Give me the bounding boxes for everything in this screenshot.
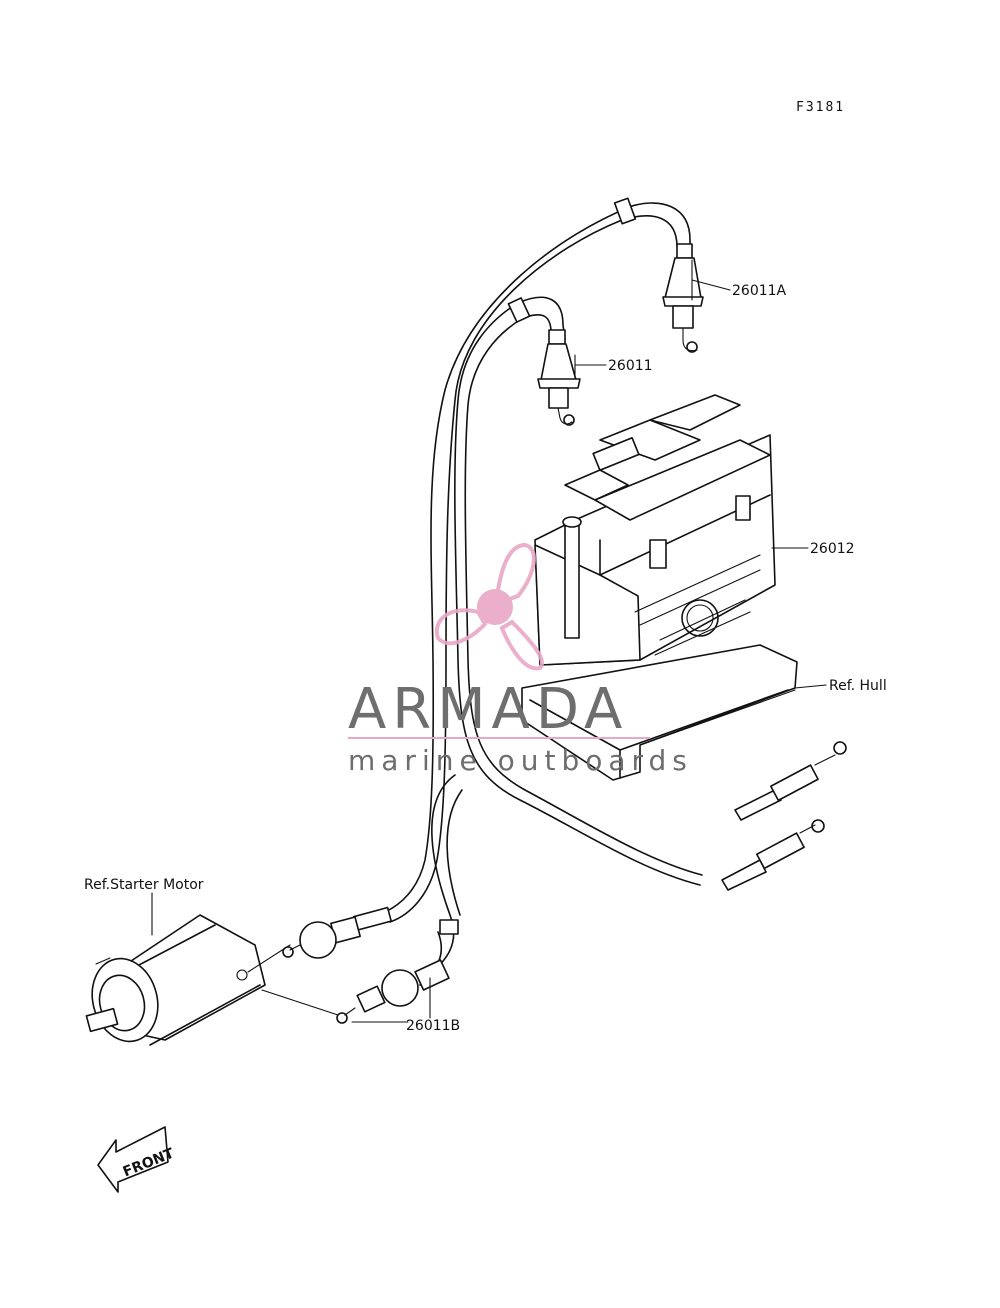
front-arrow: FRONT [97,1126,177,1193]
label-ref-starter-motor: Ref.Starter Motor [84,877,204,893]
battery [521,394,798,781]
watermark-title: ARMADA [348,677,628,742]
starter-connector-upper [282,906,392,959]
cable-26011 [454,296,703,886]
callouts: 26011A 26011 26012 Ref. Hull Ref.Starter… [84,259,887,1034]
armada-watermark: ARMADA marine outboards [348,542,693,777]
label-26011: 26011 [608,358,653,374]
cable-terminal-end-1 [734,741,847,821]
label-26011a: 26011A [732,283,787,299]
cable-terminal-end-2 [721,819,825,891]
watermark-subtitle: marine outboards [348,744,693,777]
cable-26011b [261,774,463,1024]
label-ref-hull: Ref. Hull [829,678,887,694]
starter-motor [85,914,291,1046]
label-26011b: 26011B [406,1018,460,1034]
label-26012: 26012 [810,541,855,557]
propeller-logo [434,542,544,671]
diagram-code: F3181 [796,100,845,115]
